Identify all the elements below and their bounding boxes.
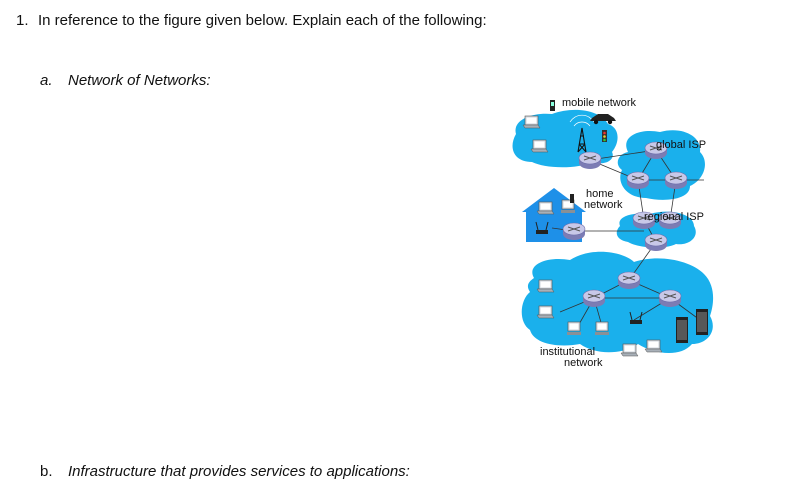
label-home: home — [586, 188, 614, 200]
laptop-icon — [620, 343, 639, 357]
part-a: a. Network of Networks: — [40, 72, 211, 89]
label-global-isp: global ISP — [656, 139, 706, 151]
server-icon — [675, 316, 689, 344]
phone-icon — [570, 194, 574, 203]
router-global-3 — [664, 171, 688, 190]
part-a-text: Network of Networks: — [68, 72, 211, 89]
desktop-icon — [566, 321, 582, 336]
laptop-icon — [536, 201, 555, 215]
phone-icon — [550, 100, 555, 111]
label-home-network: network — [584, 199, 623, 211]
laptop-icon — [644, 339, 663, 353]
label-mobile-network: mobile network — [562, 97, 636, 109]
part-b: b. Infrastructure that provides services … — [40, 463, 410, 480]
label-institutional-network: network — [564, 357, 603, 369]
router-home — [562, 222, 586, 241]
router-global-2 — [626, 171, 650, 190]
router-mobile — [578, 151, 602, 170]
router-institutional-2 — [582, 289, 606, 308]
label-regional-isp: regional ISP — [644, 211, 704, 223]
router-institutional-3 — [658, 289, 682, 308]
server-icon — [695, 308, 709, 336]
laptop-icon — [536, 305, 555, 319]
laptop-icon — [522, 115, 541, 129]
wireless-router-icon — [535, 221, 549, 234]
router-institutional-1 — [617, 271, 641, 290]
network-of-networks-figure: mobile network global ISP home network r… — [512, 97, 714, 369]
label-institutional: institutional — [540, 346, 595, 358]
car-icon — [590, 114, 616, 125]
laptop-icon — [530, 139, 549, 153]
laptop-icon — [536, 279, 555, 293]
part-b-letter: b. — [40, 463, 53, 480]
question-prompt: In reference to the figure given below. … — [38, 12, 487, 29]
question-number: 1. — [16, 12, 29, 29]
part-a-letter: a. — [40, 72, 53, 89]
router-regional-3 — [644, 233, 668, 252]
question-line: 1. In reference to the figure given below… — [16, 12, 487, 29]
desktop-icon — [594, 321, 610, 336]
wireless-access-point-icon — [629, 311, 643, 324]
traffic-light-icon — [602, 130, 607, 142]
part-b-text: Infrastructure that provides services to… — [68, 463, 410, 480]
